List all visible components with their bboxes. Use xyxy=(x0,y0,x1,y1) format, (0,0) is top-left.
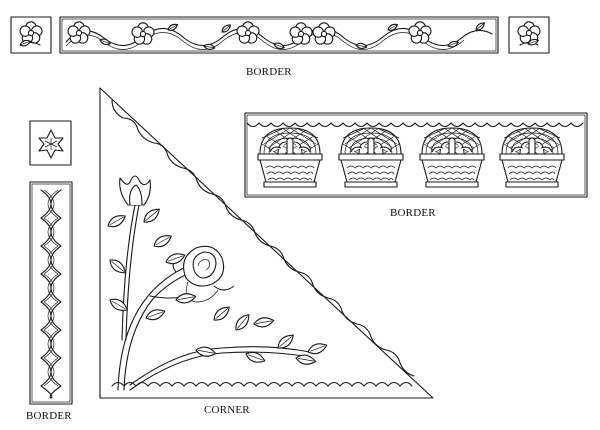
top-right-square xyxy=(508,16,550,54)
corner-triangle xyxy=(99,87,434,399)
top-border-label: BORDER xyxy=(246,66,292,78)
corner-label: CORNER xyxy=(204,404,250,416)
top-border-strip xyxy=(59,16,499,54)
left-border-strip xyxy=(29,181,73,405)
right-border-label: BORDER xyxy=(390,207,436,219)
star-block xyxy=(29,120,72,166)
right-border-strip xyxy=(244,112,588,198)
left-border-label: BORDER xyxy=(26,410,72,422)
top-left-square xyxy=(10,16,52,54)
